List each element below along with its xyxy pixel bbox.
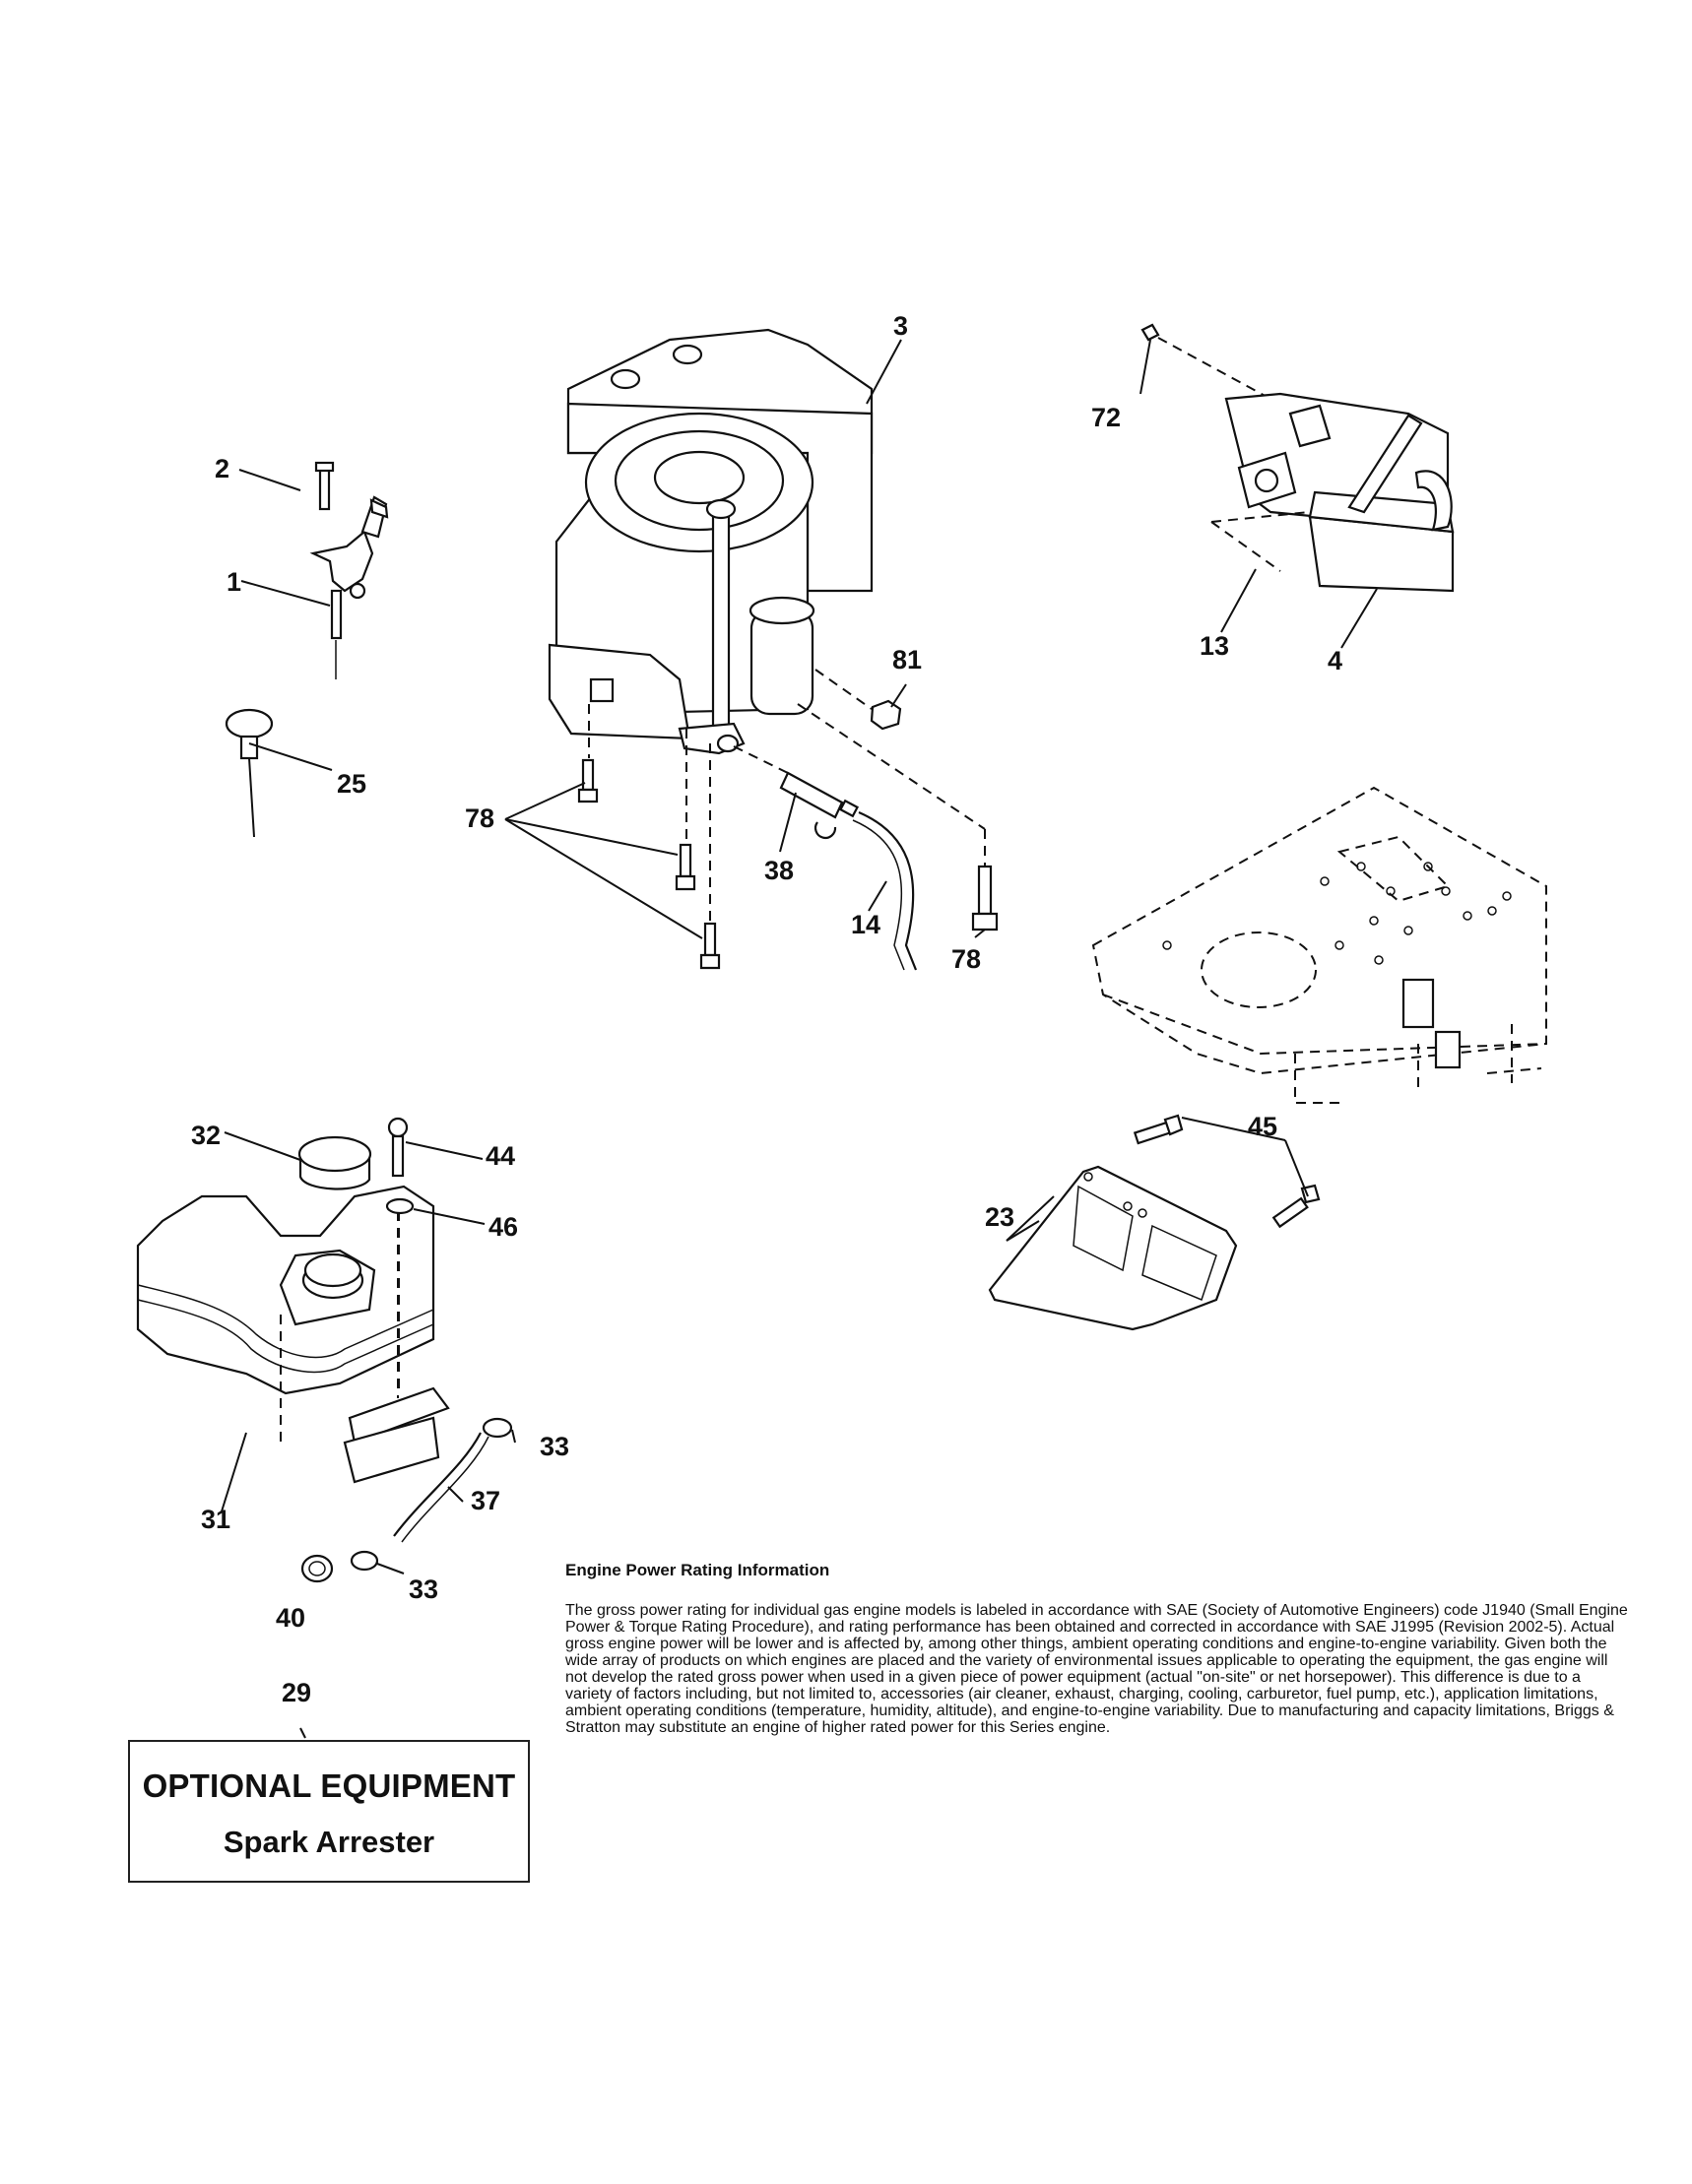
callout-40: 40: [276, 1603, 305, 1633]
callout-14: 14: [851, 910, 880, 939]
callout-78-left: 78: [465, 803, 494, 833]
callout-38: 38: [764, 856, 794, 885]
throttle-control: [309, 461, 389, 679]
washer: [385, 1197, 415, 1215]
callout-44: 44: [486, 1141, 515, 1171]
tank-screw: [387, 1117, 409, 1398]
optional-equipment-title: OPTIONAL EQUIPMENT: [142, 1767, 516, 1804]
callout-4: 4: [1328, 646, 1342, 675]
callout-numbers: 3 72 2 1 13 4 81 25 78 38 14 78 45 32 44…: [191, 311, 1342, 1707]
callout-33-lower: 33: [409, 1574, 438, 1604]
callout-45: 45: [1248, 1112, 1277, 1141]
callout-1: 1: [227, 567, 241, 597]
hose-clamp-lower: [350, 1550, 379, 1572]
info-title: Engine Power Rating Information: [565, 1561, 830, 1579]
callout-23: 23: [985, 1202, 1014, 1232]
mounting-plate: [1091, 786, 1547, 1104]
callout-81: 81: [892, 645, 922, 674]
bushing: [300, 1554, 334, 1583]
callout-78-right: 78: [951, 944, 981, 974]
callout-37: 37: [471, 1486, 500, 1515]
callout-25: 25: [337, 769, 366, 799]
fuel-line: [852, 810, 918, 971]
callout-3: 3: [893, 311, 908, 341]
control-knob: [225, 708, 274, 838]
callout-2: 2: [215, 454, 229, 483]
fuel-tank: [136, 1185, 450, 1484]
callout-32: 32: [191, 1121, 221, 1150]
leader-lines: [221, 339, 1378, 1739]
callout-33-upper: 33: [540, 1432, 569, 1461]
callout-31: 31: [201, 1505, 230, 1534]
muffler: [1140, 323, 1455, 593]
engine-power-rating-info: Engine Power Rating Information The gros…: [565, 1561, 1629, 1736]
fuel-cap: [297, 1135, 372, 1190]
optional-equipment-box: OPTIONAL EQUIPMENT Spark Arrester: [128, 1740, 530, 1883]
callout-29: 29: [282, 1678, 311, 1707]
info-body: The gross power rating for individual ga…: [565, 1602, 1628, 1736]
engine: [548, 328, 986, 921]
nut: [870, 699, 902, 731]
hose-clamp-upper: [482, 1417, 513, 1439]
heat-shield: [988, 1114, 1321, 1331]
callout-13: 13: [1200, 631, 1229, 661]
optional-equipment-item: Spark Arrester: [223, 1825, 435, 1859]
callout-46: 46: [488, 1212, 518, 1242]
engine-mount-bolts: [577, 758, 999, 970]
callout-72: 72: [1091, 403, 1121, 432]
fuel-filter: [779, 771, 860, 839]
